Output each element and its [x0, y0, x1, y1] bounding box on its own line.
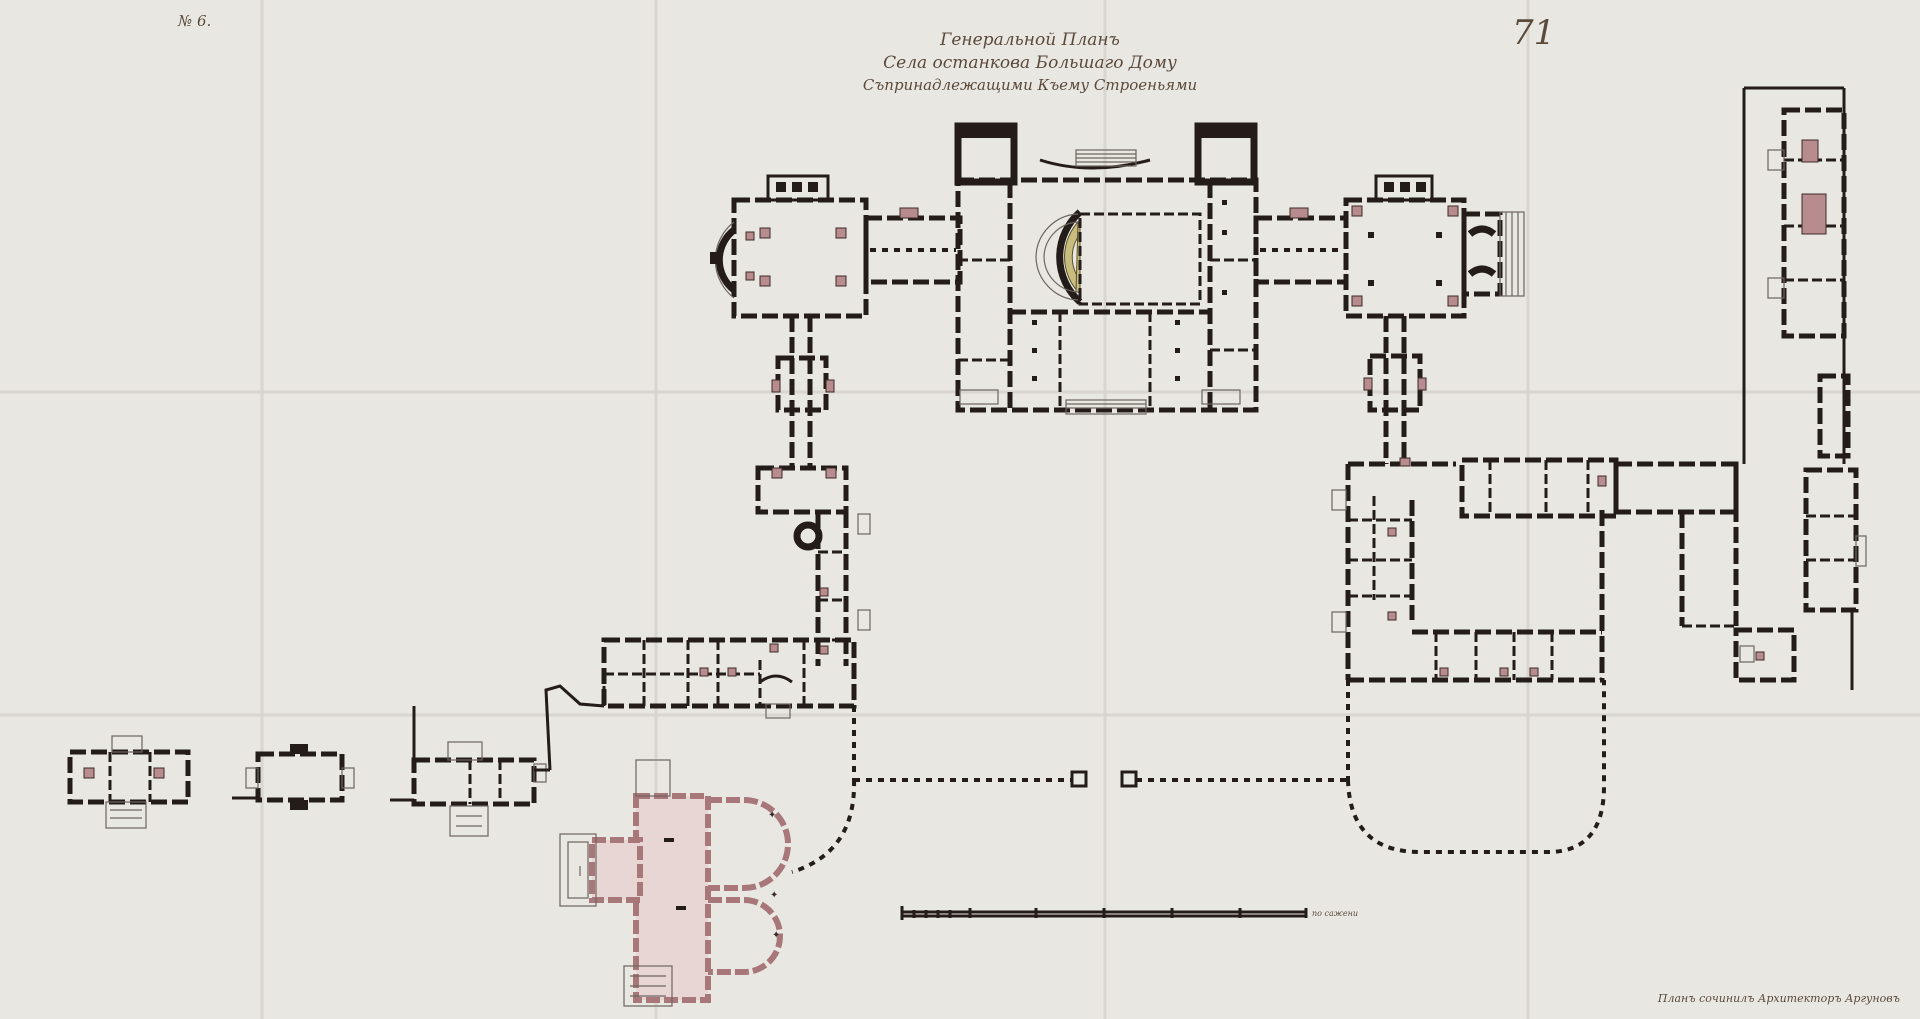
- forecourt-enclosure: [791, 680, 1606, 874]
- west-pavilion: [710, 174, 869, 319]
- west-service-wing: [601, 465, 871, 719]
- outbuilding-west-1: [67, 735, 191, 829]
- west-connecting-passage: [771, 316, 835, 468]
- central-colonnade: [1032, 200, 1227, 381]
- plan-title-line-3: Съпринадлежащими Къему Строеньями: [863, 76, 1197, 94]
- architect-signature: Планъ сочинилъ Архитекторъ Аргуновъ: [1657, 992, 1900, 1005]
- plan-title-line-2: Села останкова Большаго Дому: [883, 53, 1177, 73]
- east-gallery: [1253, 207, 1349, 285]
- central-palace-block: [954, 122, 1259, 415]
- south-portico: [959, 389, 1241, 415]
- east-courtyard-complex: [1331, 457, 1797, 683]
- sheet-number: № 6.: [177, 12, 211, 30]
- church: ✦ ✦ ✦: [559, 759, 791, 1007]
- scale-bar: по сажени: [900, 906, 1358, 920]
- svg-text:✦: ✦: [768, 810, 776, 821]
- outbuilding-west-2: [232, 744, 355, 810]
- svg-text:✦: ✦: [772, 930, 780, 941]
- east-pavilion: [1343, 174, 1525, 319]
- theatre-seating: [1035, 213, 1079, 301]
- svg-text:✦: ✦: [770, 890, 778, 901]
- north-portico: [1039, 149, 1151, 170]
- plan-title-line-1: Генеральной Планъ: [939, 30, 1120, 50]
- archive-number: 71: [1512, 13, 1555, 53]
- far-east-service-block: [1742, 86, 1867, 690]
- scale-bar-unit-label: по сажени: [1312, 909, 1358, 918]
- outbuilding-west-3: [390, 684, 605, 837]
- east-connecting-passage: [1363, 316, 1427, 464]
